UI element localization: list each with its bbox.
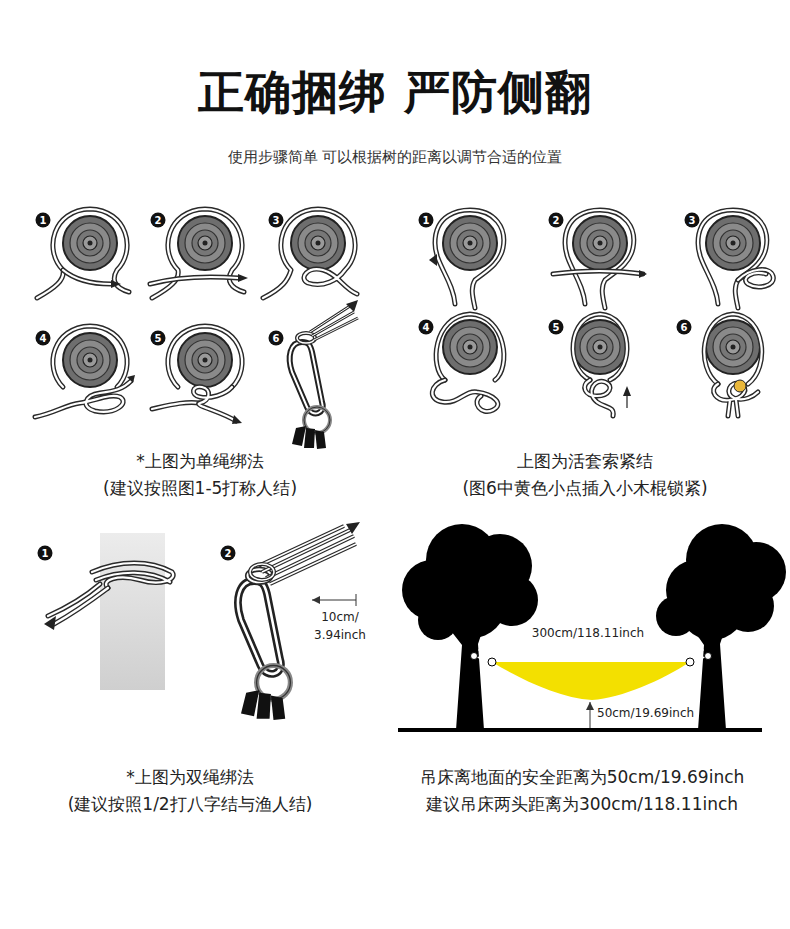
step-number: 2 — [151, 213, 166, 228]
step-number: 6 — [677, 320, 692, 335]
subtitle: 使用步骤简单 可以根据树的距离以调节合适的位置 — [228, 148, 563, 167]
caption-note: (建议按照图1-5打称人结) — [103, 477, 297, 500]
dimension-label: 10cm/ 3.94inch — [309, 608, 371, 644]
step-number: 1 — [38, 546, 53, 561]
caption-text: 上图为活套索紧结 — [517, 450, 653, 473]
step-number: 6 — [269, 331, 284, 346]
step-number: 1 — [36, 213, 51, 228]
dimension-label: 300cm/118.11inch — [530, 626, 646, 640]
step-number: 5 — [549, 320, 564, 335]
caption-text: *上图为双绳绑法 — [126, 766, 254, 789]
step-number: 1 — [419, 213, 434, 228]
caption-text: *上图为单绳绑法 — [136, 450, 264, 473]
step-number: 2 — [221, 546, 236, 561]
caption-note: (图6中黄色小点插入小木棍锁紧) — [462, 477, 707, 500]
caption-note: (建议按照1/2打八字结与渔人结) — [68, 793, 313, 816]
step-number: 5 — [151, 331, 166, 346]
caption-text: 吊床离地面的安全距离为50cm/19.69inch — [420, 766, 745, 789]
step-number: 3 — [269, 213, 284, 228]
step-number: 2 — [549, 213, 564, 228]
title: 正确捆绑 严防侧翻 — [198, 62, 591, 124]
step-number: 3 — [685, 213, 700, 228]
dimension-label: 50cm/19.69inch — [596, 706, 695, 720]
step-number: 4 — [419, 320, 434, 335]
caption-text: 建议吊床两头距离为300cm/118.11inch — [426, 793, 738, 816]
step-number: 4 — [36, 331, 51, 346]
